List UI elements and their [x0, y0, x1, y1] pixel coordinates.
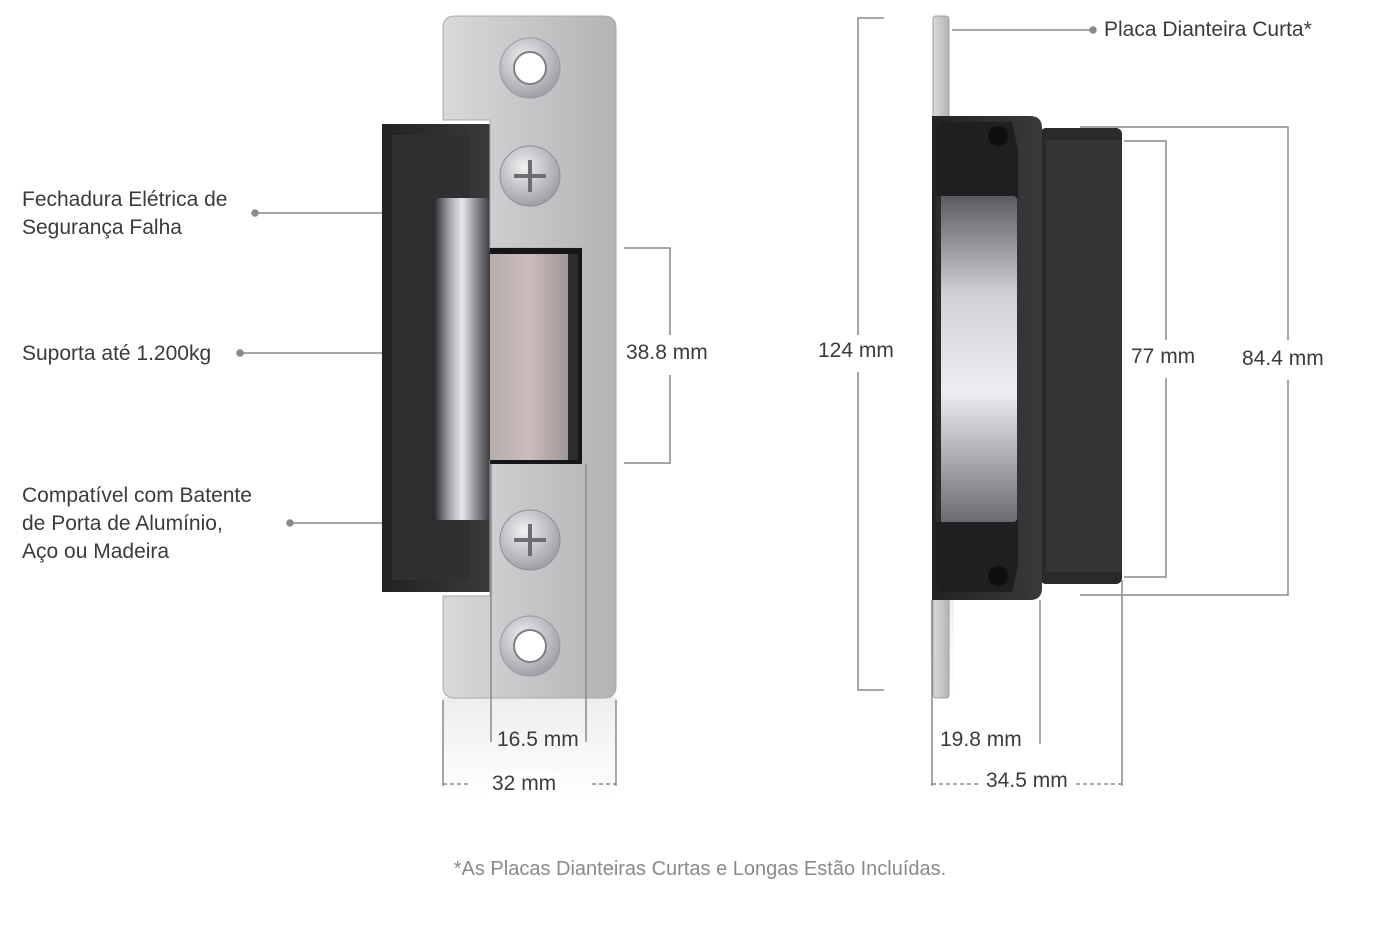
bolt-height-dimension: 38.8 mm [624, 341, 710, 365]
depth-inner-dimension: 19.8 mm [940, 728, 1022, 751]
fail-safe-label-line2: Segurança Falha [22, 216, 182, 239]
front-leaders [236, 209, 382, 527]
front-dimension-lines [442, 247, 671, 786]
compatible-label-line2: de Porta de Alumínio, [22, 512, 223, 535]
faceplate-width-dimension: 32 mm [490, 772, 559, 796]
total-height-dimension: 124 mm [816, 339, 896, 363]
compatible-label-line1: Compatível com Batente [22, 484, 252, 507]
fail-safe-label-line1: Fechadura Elétrica de [22, 188, 228, 211]
bolt-width-dimension: 16.5 mm [497, 728, 579, 751]
fail-safe-label: Fechadura Elétrica de Segurança Falha [22, 186, 227, 242]
side-view [930, 15, 1122, 700]
compatible-label: Compatível com Batente de Porta de Alumí… [22, 482, 252, 566]
compatible-label-line3: Aço ou Madeira [22, 540, 170, 563]
short-faceplate-label: Placa Dianteira Curta* [1104, 18, 1312, 41]
footnote: *As Placas Dianteiras Curtas e Longas Es… [453, 858, 947, 880]
body-height-outer-dimension: 84.4 mm [1240, 347, 1326, 371]
depth-total-dimension: 34.5 mm [984, 769, 1070, 793]
body-height-inner-dimension: 77 mm [1129, 345, 1198, 369]
front-view [382, 15, 617, 797]
supports-label: Suporta até 1.200kg [22, 342, 212, 365]
side-dimension-lines [857, 17, 1289, 786]
